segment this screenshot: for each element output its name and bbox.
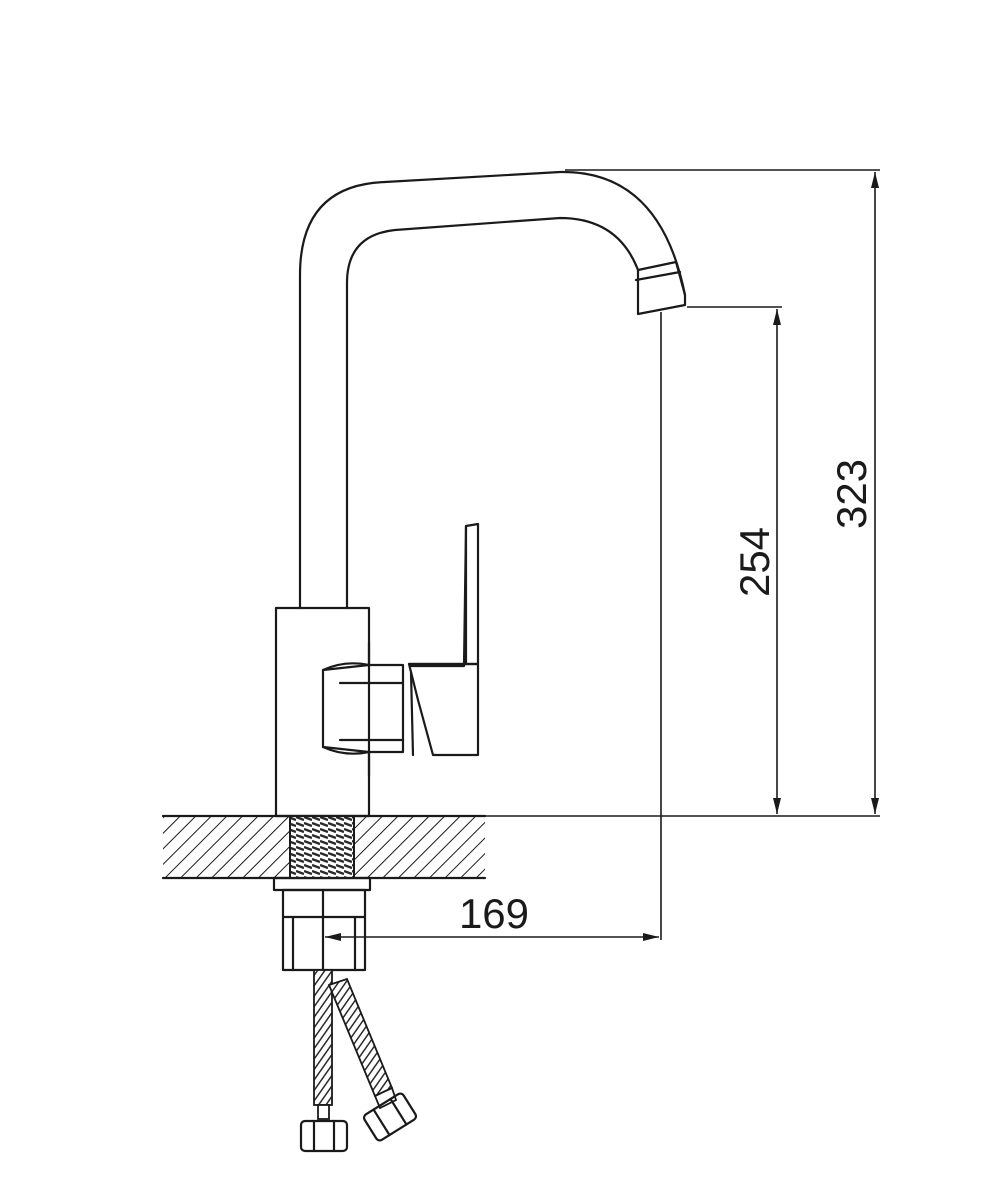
mounting-nut [272,876,372,972]
lever-handle [321,522,480,778]
supply-hoses [313,969,398,1120]
spout-height-label: 254 [731,527,778,597]
faucet-body [274,606,371,818]
dimension-lines [322,169,880,945]
hose-nut-left [299,1119,349,1153]
total-height-label: 323 [828,459,875,529]
spout [298,170,687,610]
hose-nut-right [362,1092,418,1142]
spout-reach-label: 169 [459,890,529,937]
threaded-shank [289,815,355,879]
